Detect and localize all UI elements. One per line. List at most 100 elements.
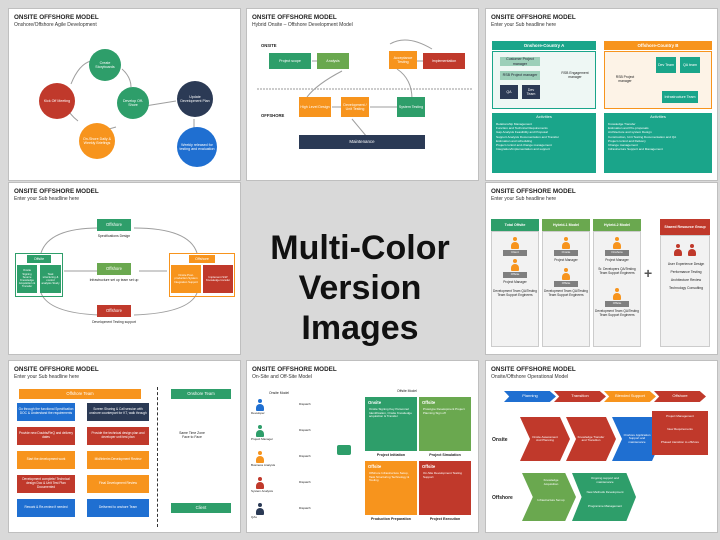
implementation-box: Implementation: [423, 53, 465, 69]
column-head: Total Offsite: [491, 219, 539, 231]
offshore-item-1: Onsite Post-production System Integratio…: [171, 265, 201, 293]
same-time-zone-label: Same Time Zone Face to Face: [179, 431, 205, 440]
onshore-team-head: Onshore Team: [171, 389, 231, 399]
slide-offshore-flow[interactable]: ONSITE OFFSHORE MODEL Enter your Sub hea…: [8, 182, 241, 355]
update-plan-node: Update Development Plan: [177, 81, 213, 117]
column-text: Project Manager: [503, 280, 527, 284]
slide-subtitle: Hybrid Onsite – Offshore Development Mod…: [252, 22, 353, 28]
slide-title: ONSITE OFFSHORE MODEL: [252, 14, 337, 21]
onshore-step: Provide the technical design plan and de…: [87, 427, 149, 445]
column-tag: Offsite: [554, 281, 578, 287]
slide-title: ONSITE OFFSHORE MODEL: [491, 366, 576, 373]
phase-head: Onsite: [368, 400, 382, 405]
person-icon: [510, 259, 520, 271]
column-text: Development Team QA/Testing Team Support…: [544, 289, 588, 297]
onsite-list-item: Project Management: [666, 414, 694, 418]
slide-title: ONSITE OFFSHORE MODEL: [491, 14, 576, 21]
analysis-box: Analysis: [317, 53, 349, 69]
development-box: Development / Unit Testing: [341, 97, 369, 117]
slide-subtitle: Onsite/Offshore Operational Model: [491, 374, 569, 380]
person-icon: [255, 451, 265, 463]
mid-caption: Infrastructure set up team set up: [89, 278, 139, 282]
people-icon: [673, 244, 683, 256]
project-scope-box: Project scope: [269, 53, 311, 69]
slide-title: ONSITE OFFSHORE MODEL: [491, 188, 576, 195]
dev-team-box: Dev Team: [522, 85, 540, 99]
offshore-step: Development complete/ Technical design D…: [17, 475, 75, 493]
phase-body: Prototype Development Project Planning S…: [423, 407, 465, 415]
offshore-item-2: Implement S/W Knowledge transfer: [203, 265, 233, 293]
slide-agile-development[interactable]: ONSITE OFFSHORE MODEL Onshore/Offshore A…: [8, 8, 241, 181]
offshore-head: Offshore: [189, 255, 215, 263]
center-line-1: Multi-Color: [270, 229, 450, 267]
weekly-release-node: Weekly released for testing and evaluati…: [177, 127, 217, 167]
onshore-step: Final Development Review: [87, 475, 149, 493]
activity-item: Integration/Implementation and support: [496, 147, 550, 152]
slide-team-flow[interactable]: ONSITE OFFSHORE MODEL Enter your Sub hea…: [8, 360, 241, 533]
activity-item: Knowledge Transfer: [608, 122, 636, 126]
role-label: Business Analysts: [251, 463, 276, 467]
phase-head: Offsite: [368, 464, 382, 469]
shared-item: Architecture Review: [670, 278, 702, 282]
shared-item: User Experience Design: [667, 262, 705, 266]
slide-subtitle: On-Site and Off-Site Model: [252, 374, 312, 380]
bottom-caption: Development Testing support: [92, 320, 136, 324]
flow-lines: [257, 39, 472, 138]
column-text: Development Team QA/Testing Team Support…: [493, 289, 537, 297]
slide-operational-model[interactable]: ONSITE OFFSHORE MODEL Onsite/Offshore Op…: [485, 360, 718, 533]
person-icon: [255, 503, 265, 515]
onshore-header: Onshore-Country A: [492, 41, 596, 50]
phase-foot: Production Preparation: [371, 517, 411, 521]
offshore-item: Knowledge Acquisition: [543, 478, 559, 486]
activity-item: Estimation and scheduling: [496, 138, 533, 143]
activity-item: Support Analysis Documentation and Trans…: [496, 134, 559, 139]
phase-arrow: Offshore: [654, 391, 706, 402]
system-testing-box: System Testing: [397, 97, 425, 117]
slide-title: ONSITE OFFSHORE MODEL: [14, 188, 99, 195]
slide-onsite-offsite[interactable]: ONSITE OFFSHORE MODEL On-Site and Off-Si…: [246, 360, 479, 533]
activity-item: Project control and Delivery: [608, 138, 646, 143]
role-label: System Analysts: [251, 489, 274, 493]
dispatch-label: Dispatch: [299, 402, 311, 406]
briefings-node: On-Shore Daily & Weekly Briefings: [79, 123, 115, 159]
person-icon: [612, 288, 622, 300]
dispatch-label: Dispatch: [299, 428, 311, 432]
offshore-step: Rework & Re-review if needed: [17, 499, 75, 517]
role-label: QAs: [251, 515, 257, 519]
person-icon: [561, 237, 571, 249]
column-tag: Onsite: [554, 250, 578, 256]
offshore-item: Infrastructure Set up: [537, 498, 565, 502]
onsite-model-label: Onsite Model: [269, 391, 289, 395]
acceptance-testing-box: Acceptance Testing: [389, 51, 417, 69]
phase-body: On-Site Development Testing Support: [423, 471, 462, 479]
slide-hybrid-model[interactable]: ONSITE OFFSHORE MODEL Hybrid Onsite – Of…: [246, 8, 479, 181]
offshore-item: New Methods Development: [586, 490, 624, 494]
onshore-step: Mid/Interim Development Review: [87, 451, 149, 469]
onshore-step: Screen Sharing & Call session with onsho…: [87, 403, 149, 421]
slide-hybrid-columns[interactable]: ONSITE OFFSHORE MODEL Enter your Sub hea…: [485, 182, 718, 355]
onsite-chevron: Onsite Assessment And Planning: [520, 417, 570, 461]
phase-arrow: Blended Support: [604, 391, 656, 402]
offshore-header: Offshore-Country B: [604, 41, 712, 50]
activity-item: Relationship Management: [496, 122, 532, 126]
shared-item: Performance Testing: [670, 270, 702, 274]
activity-item: Change management: [608, 142, 638, 147]
qa-box: QA: [500, 85, 518, 99]
activity-item: Architecture and system Design: [608, 130, 652, 135]
person-icon: [255, 425, 265, 437]
column-tag: Offsite: [503, 272, 527, 278]
activity-item: Estimation and Pre-proposals: [608, 126, 649, 131]
people-icon: [687, 244, 697, 256]
person-icon: [561, 268, 571, 280]
infra-team-box: Infrastructure Team: [662, 91, 698, 103]
onshore-step: Delivered to onshore Team: [87, 499, 149, 517]
slide-country-model[interactable]: ONSITE OFFSHORE MODEL Enter your Sub hea…: [485, 8, 718, 181]
slide-subtitle: Enter your Sub headline here: [14, 374, 80, 380]
rsb-engagement-label: RSB Engagement manager: [561, 71, 589, 80]
dispatch-label: Dispatch: [299, 506, 311, 510]
bottom-offshore-box: Offshore: [97, 305, 131, 317]
activity-item: Infrastructure Support and Management: [608, 147, 663, 152]
